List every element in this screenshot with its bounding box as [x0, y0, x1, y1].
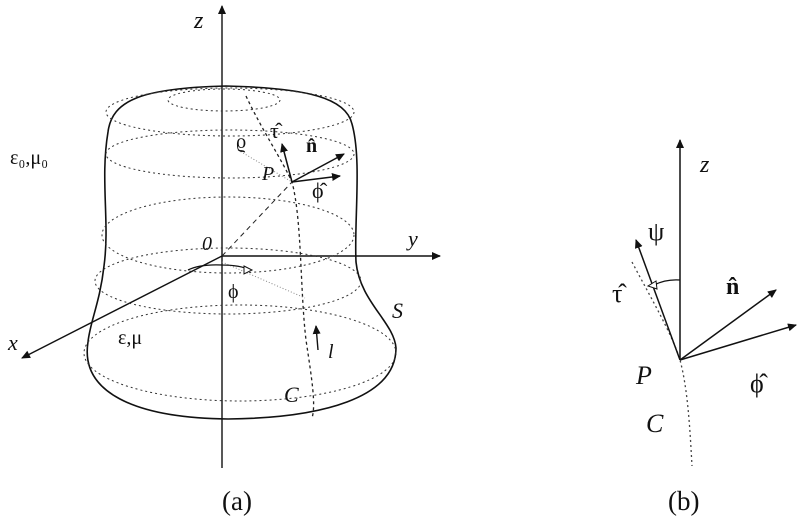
n-vector-b: [679, 289, 777, 361]
origin-label: 0: [202, 233, 212, 255]
point-label-a: P: [261, 163, 274, 185]
phi-vector-a: [291, 173, 341, 183]
cross-sections: [83, 87, 397, 402]
curve-label-b: C: [646, 409, 664, 438]
lower-ellipse: [94, 247, 362, 315]
meridian-curve-c: [245, 95, 315, 419]
top-ellipse-small: [167, 88, 281, 112]
bell-outline: [86, 85, 397, 420]
caption-b: (b): [668, 486, 699, 516]
tau-hat-label-a: τ̂: [270, 118, 283, 143]
origin-to-p-line: [221, 181, 293, 257]
phi-vector-b: [679, 323, 797, 361]
x-axis-a: [21, 255, 223, 359]
surface-label: S: [392, 298, 403, 323]
phi-angle-label: ϕ: [228, 281, 239, 303]
z-axis-label-b: z: [699, 152, 710, 178]
phi-radial-line: [221, 261, 306, 299]
point-label-b: P: [635, 361, 652, 390]
x-axis-label-a: x: [7, 330, 18, 355]
phi-hat-label-a: ϕ̂: [312, 178, 328, 203]
psi-label: ψ: [648, 217, 664, 246]
phi-hat-label-b: ϕ̂: [750, 369, 769, 398]
phi-angle-arc: [187, 264, 251, 271]
phi-angle-arrowhead: [243, 265, 254, 275]
panel-b: z ψ τ̂ n̂ ϕ̂ P C (b): [612, 139, 797, 516]
y-axis-label-a: y: [406, 226, 418, 251]
base-ellipse: [83, 304, 397, 402]
n-vector-a: [291, 153, 345, 183]
rho-label: ϱ: [236, 131, 246, 153]
outer-medium-label: ε₀,μ₀: [10, 147, 48, 169]
inner-medium-label: ε,μ: [118, 327, 142, 349]
psi-angle-arc: [653, 279, 681, 286]
upper-ellipse: [105, 129, 355, 179]
middle-ellipse: [101, 196, 355, 274]
tau-hat-label-b: τ̂: [612, 279, 627, 308]
panel-a: z y x 0 ε₀,μ₀ ε,μ S C P ϱ ϕ l τ̂ n̂ ϕ̂ (…: [7, 5, 441, 516]
psi-angle-arrowhead: [646, 280, 658, 290]
z-axis-label-a: z: [193, 8, 204, 34]
tau-vector-a: [280, 143, 293, 183]
curve-label-a: C: [284, 382, 299, 407]
caption-a: (a): [222, 486, 252, 516]
n-hat-label-b: n̂: [726, 274, 739, 300]
arc-length-arrow: [312, 325, 321, 351]
tau-vector-b: [634, 239, 681, 361]
arc-length-label: l: [328, 341, 334, 363]
top-ellipse: [105, 87, 355, 137]
n-hat-label-a: n̂: [306, 135, 317, 157]
